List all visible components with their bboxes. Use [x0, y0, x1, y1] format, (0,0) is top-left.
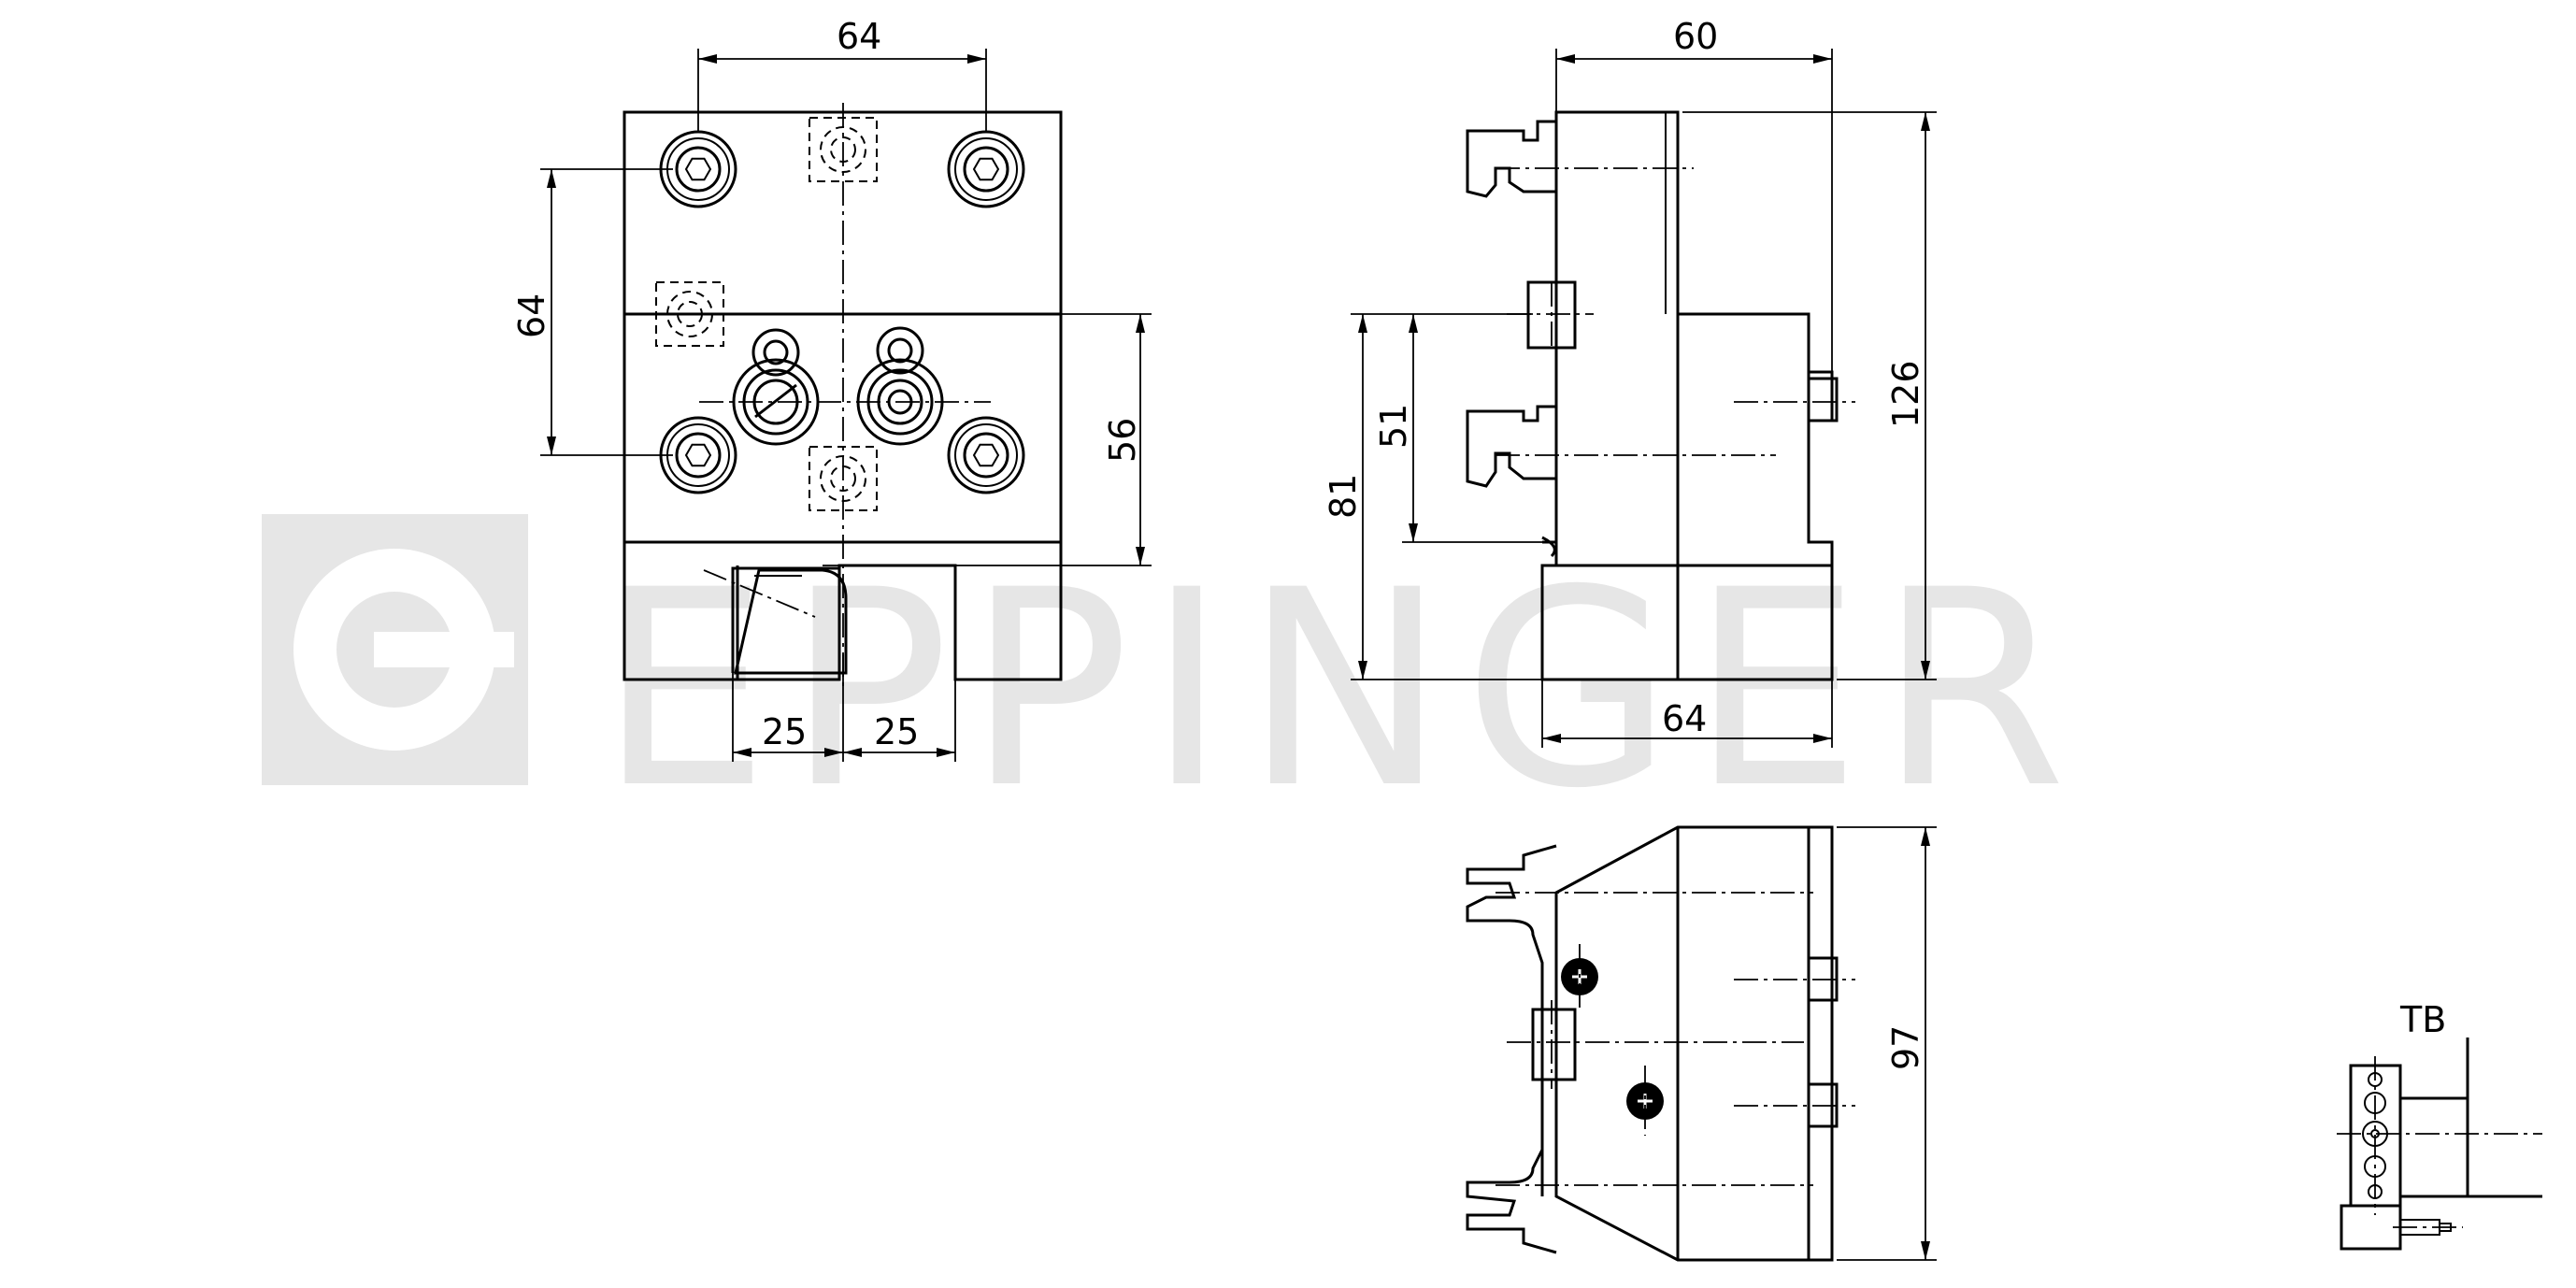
dim-top-view-height: 97	[1885, 1025, 1926, 1070]
dim-front-left-height: 64	[511, 293, 552, 338]
coolant-fitting-icon	[856, 326, 944, 446]
dim-side-total-height: 126	[1885, 360, 1926, 428]
top-view: 97	[1466, 825, 1937, 1262]
dim-side-height-51: 51	[1373, 404, 1414, 449]
dim-front-top-width: 64	[837, 16, 881, 57]
bolt-head-icon	[947, 416, 1025, 494]
top-key-block	[1531, 1008, 1577, 1081]
side-view: 60 126 81 51 64	[1323, 16, 1937, 748]
side-dovetail-hook	[1466, 405, 1556, 488]
coolant-fitting-icon	[732, 328, 820, 446]
dim-front-bottom-right: 25	[874, 711, 919, 752]
bolt-head-icon	[947, 130, 1025, 208]
detail-label: TB	[2399, 999, 2446, 1040]
dim-front-bottom-left: 25	[762, 711, 807, 752]
dim-side-height-81: 81	[1323, 474, 1364, 519]
dim-side-top-width: 60	[1673, 16, 1718, 57]
watermark-text: EPPINGER	[598, 533, 2083, 848]
detail-view-tb: TB	[2337, 999, 2542, 1251]
dim-side-bottom-width: 64	[1662, 698, 1707, 739]
dim-front-right-height: 56	[1102, 418, 1143, 463]
top-dovetail-claw	[1466, 1149, 1557, 1254]
side-dovetail-hook	[1466, 120, 1556, 198]
side-pin	[1807, 377, 1839, 422]
top-dovetail-claw	[1466, 844, 1557, 1196]
front-view: 64 64 56 25 25	[511, 16, 1152, 762]
front-tool-pocket	[731, 566, 841, 673]
